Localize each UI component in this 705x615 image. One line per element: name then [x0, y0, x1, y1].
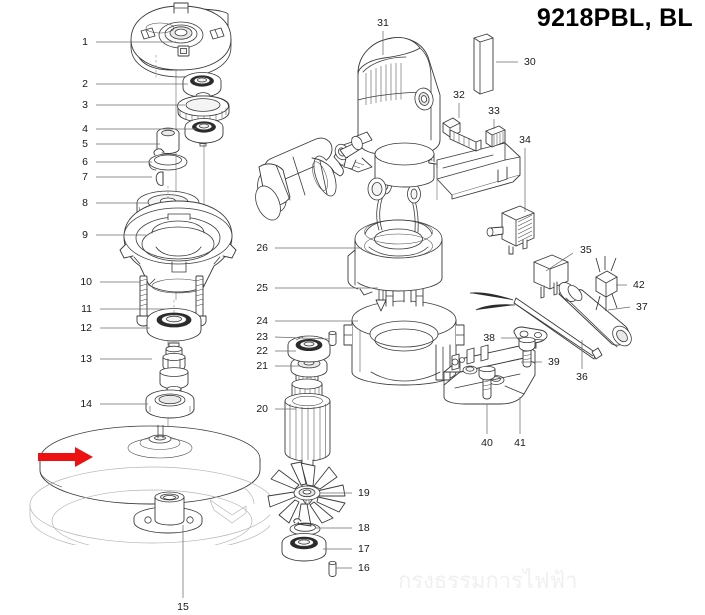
callout-label-35: 35 — [580, 243, 592, 256]
callout-label-20: 20 — [256, 402, 268, 415]
callout-label-16: 16 — [358, 561, 370, 574]
page-title: 9218PBL, BL — [536, 4, 693, 32]
callout-label-24: 24 — [256, 314, 268, 327]
callout-label-14: 14 — [80, 397, 92, 410]
callout-label-40: 40 — [481, 436, 493, 449]
callout-label-15: 15 — [177, 600, 189, 613]
watermark: กรงธรรมการไฟฟ้า — [398, 569, 578, 594]
part-41-handle-cover — [428, 142, 536, 405]
part-5-spacer-sleeve — [156, 127, 180, 154]
leader-line-23 — [274, 336, 329, 340]
callout-label-7: 7 — [82, 170, 88, 183]
part-37-cord-sleeve — [558, 282, 632, 348]
callout-label-32: 32 — [453, 88, 465, 101]
part-12-ball-bearing — [146, 300, 202, 342]
callout-label-19: 19 — [358, 486, 370, 499]
part-19-fan — [267, 461, 346, 527]
part-32-side-handle-bolt — [442, 117, 482, 152]
part-7-woodruff-key — [155, 171, 164, 186]
callout-label-37: 37 — [636, 300, 648, 313]
callout-label-23: 23 — [256, 330, 268, 343]
part-14-bearing-retainer — [145, 389, 195, 419]
callout-label-9: 9 — [82, 228, 88, 241]
callout-label-10: 10 — [80, 275, 92, 288]
callout-label-26: 26 — [256, 241, 268, 254]
callout-label-2: 2 — [82, 77, 88, 90]
part-36-power-cord — [469, 292, 603, 360]
part-16-pin — [328, 561, 337, 577]
callout-label-34: 34 — [519, 133, 531, 146]
leader-line-37 — [607, 306, 631, 311]
callout-label-17: 17 — [358, 542, 370, 555]
callout-label-21: 21 — [256, 359, 268, 372]
part-2-ball-bearing — [182, 72, 222, 98]
callout-label-22: 22 — [256, 344, 268, 357]
callout-label-12: 12 — [80, 321, 92, 334]
part-34-switch — [486, 205, 535, 255]
side-handle — [255, 137, 344, 221]
callout-label-39: 39 — [548, 355, 560, 368]
part-9-gear-housing — [119, 200, 237, 294]
callout-leader-lines — [96, 31, 631, 598]
part-23-pin — [328, 330, 337, 346]
part-1-gear-housing-cover — [130, 2, 232, 78]
part-30-nameplate — [473, 33, 494, 95]
callout-label-18: 18 — [358, 521, 370, 534]
part-18-retaining-ring — [289, 518, 321, 536]
part-15-backing-pad — [29, 425, 270, 545]
callout-label-38: 38 — [483, 331, 495, 344]
callout-label-1: 1 — [82, 35, 88, 48]
callout-label-11: 11 — [81, 302, 92, 315]
callout-label-8: 8 — [82, 196, 88, 209]
part-33-nut — [485, 125, 506, 148]
leader-line-35 — [545, 252, 574, 272]
callout-label-30: 30 — [524, 55, 536, 68]
part-17-ball-bearing — [281, 533, 327, 562]
callout-label-6: 6 — [82, 155, 88, 168]
part-42-terminal-connector — [595, 256, 618, 311]
callout-label-31: 31 — [377, 16, 389, 29]
callout-label-5: 5 — [82, 137, 88, 150]
part-22-ball-bearing — [287, 335, 331, 363]
part-31-motor-housing — [255, 37, 441, 221]
callout-label-36: 36 — [576, 370, 588, 383]
red-callout-arrow — [38, 447, 93, 467]
callout-label-4: 4 — [82, 122, 88, 135]
callout-label-42: 42 — [633, 278, 645, 291]
part-4-ball-bearing — [184, 118, 224, 144]
callout-label-41: 41 — [514, 436, 526, 449]
part-40-tapping-screw — [478, 365, 496, 400]
callout-label-25: 25 — [256, 281, 268, 294]
callout-label-3: 3 — [82, 98, 88, 111]
part-26-field-stator — [347, 175, 443, 296]
callout-label-13: 13 — [80, 352, 92, 365]
part-35-noise-suppressor — [533, 254, 569, 299]
callout-label-33: 33 — [488, 104, 500, 117]
